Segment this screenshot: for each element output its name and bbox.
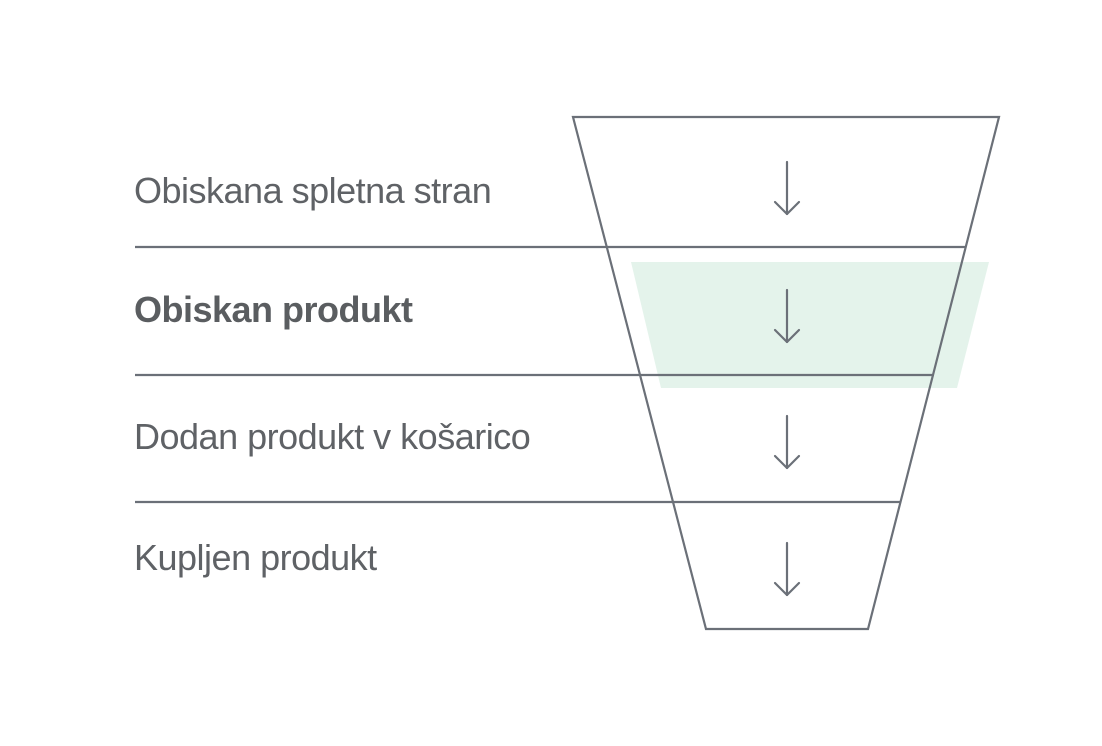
arrow-down-icon [773, 160, 801, 216]
stage-label-purchased: Kupljen produkt [134, 537, 377, 578]
arrow-down-icon [773, 288, 801, 344]
arrow-down-icon [773, 414, 801, 470]
highlight-band [631, 262, 989, 388]
stage-label-added-to-cart: Dodan produkt v košarico [134, 416, 531, 457]
funnel-outline [571, 115, 1001, 631]
stage-label-visited-product: Obiskan produkt [134, 289, 413, 330]
stage-label-visited-website: Obiskana spletna stran [134, 170, 492, 211]
arrow-down-icon [773, 541, 801, 597]
